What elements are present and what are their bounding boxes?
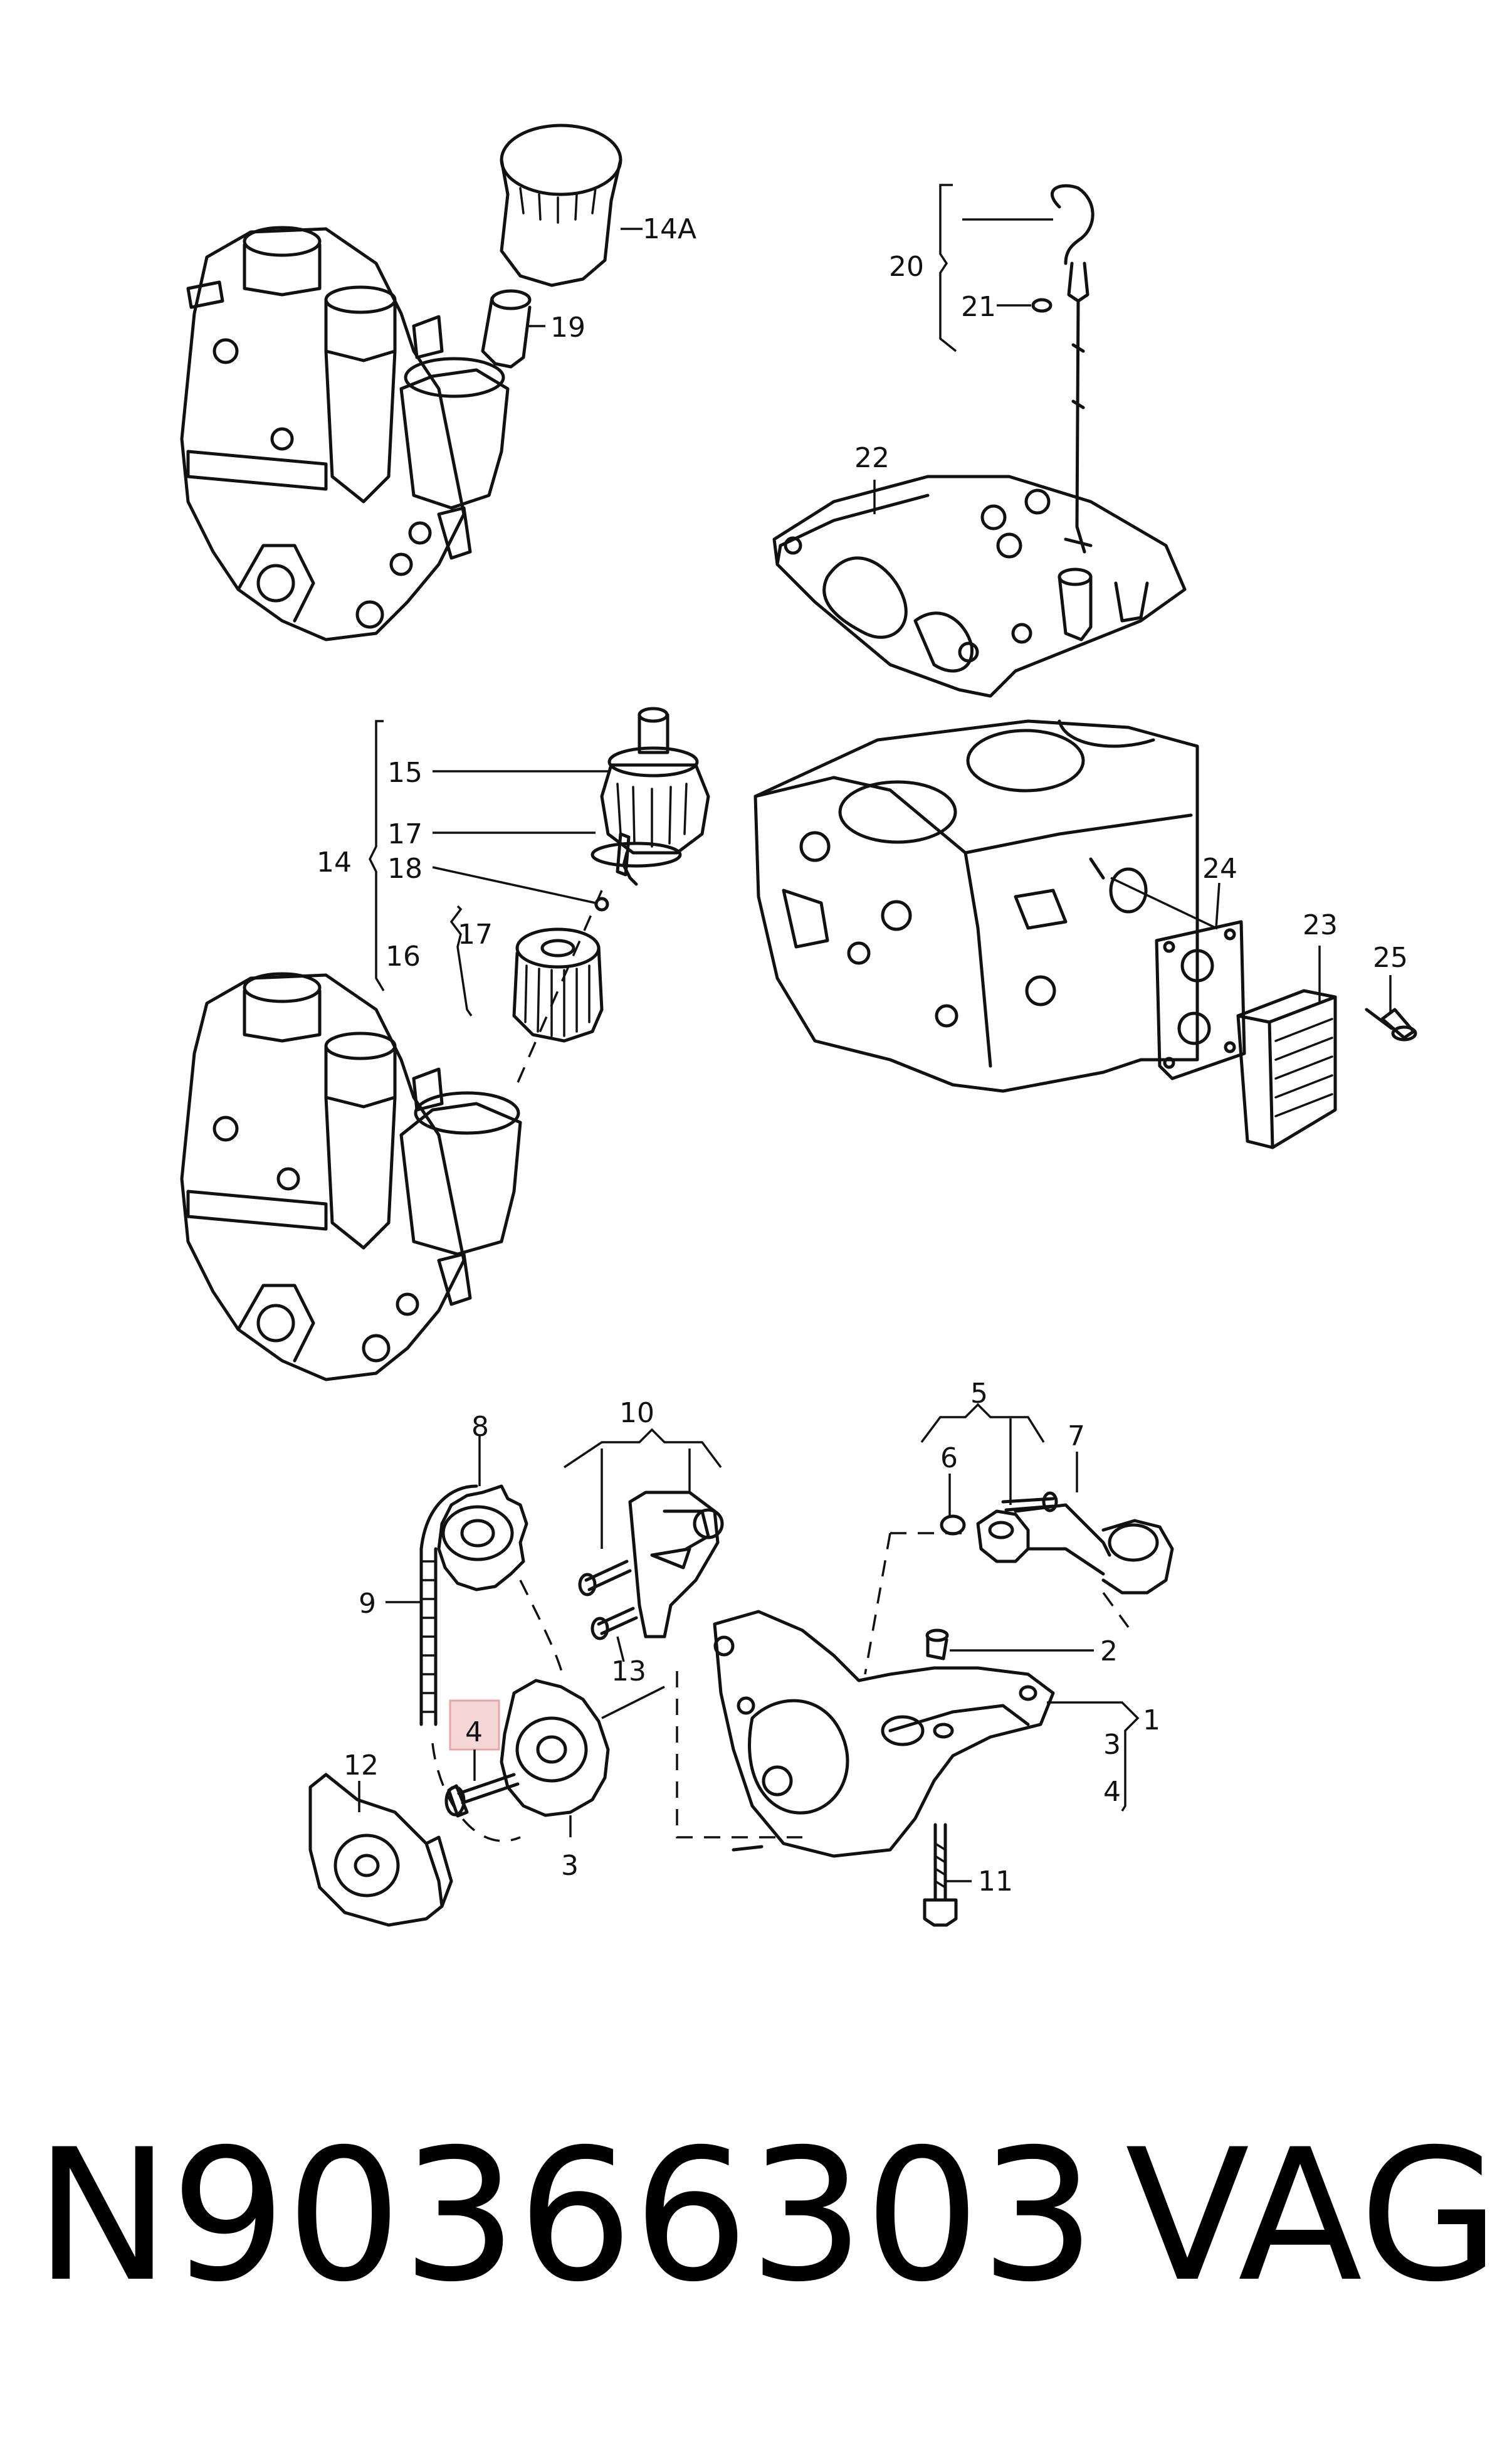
callout-18: 18 [387, 853, 423, 885]
callout-21: 21 [961, 291, 996, 323]
callout-12: 12 [344, 1749, 379, 1781]
brand-name: VAG [1125, 2111, 1500, 2322]
dash-suction-pipe [1102, 1591, 1130, 1628]
dash-pump-axis [676, 1671, 802, 1839]
cylinder-block [753, 719, 1199, 1093]
callout-15: 15 [387, 757, 423, 789]
bolt-13 [591, 1607, 638, 1640]
callout-25: 25 [1373, 942, 1408, 974]
filter-element-16 [512, 927, 604, 1043]
gasket-24 [1155, 920, 1246, 1080]
dipstick-20 [1050, 184, 1095, 554]
chain-9 [419, 1484, 478, 1726]
callout-17b: 17 [458, 919, 493, 951]
tensioner-10 [628, 1491, 724, 1639]
bypass-valve-19 [481, 289, 532, 369]
oil-cooler-23 [1236, 989, 1337, 1149]
o-ring-6 [940, 1514, 966, 1536]
leader-sprocket-pump [601, 1686, 665, 1719]
callout-4a: 4 [1103, 1776, 1121, 1808]
leader-24 [1110, 877, 1221, 930]
callout-24: 24 [1202, 853, 1237, 885]
dash-chain-lower [431, 1743, 521, 1842]
bracket-10 [564, 1428, 722, 1469]
callout-17a: 17 [387, 818, 423, 850]
bolt-25 [1365, 1008, 1417, 1042]
bolt-10-upper [578, 1559, 632, 1596]
callout-3a: 3 [1103, 1729, 1121, 1761]
bushing-2 [925, 1628, 949, 1660]
sprocket-8 [437, 1484, 528, 1591]
sprocket-3 [500, 1679, 610, 1817]
engine-block-top-left [180, 226, 510, 641]
callout-10: 10 [619, 1397, 654, 1429]
callout-11: 11 [978, 1865, 1013, 1897]
dash-suction-axis [864, 1533, 891, 1675]
bracket-20 [939, 184, 957, 352]
callout-23: 23 [1303, 909, 1338, 941]
callout-16: 16 [386, 941, 421, 973]
callout-19: 19 [550, 312, 585, 344]
bolt-11 [923, 1823, 958, 1927]
cylinder-head-cover-22 [772, 475, 1187, 698]
callout-14a: 14A [643, 213, 696, 245]
leader-18 [432, 866, 596, 904]
callout-2: 2 [1100, 1635, 1118, 1667]
bracket-5 [920, 1403, 1045, 1443]
cover-12 [308, 1773, 453, 1927]
callout-20: 20 [889, 251, 924, 283]
callout-1: 1 [1143, 1704, 1160, 1736]
callout-labels: 14A 19 20 21 22 15 17 14 18 16 17 24 23 … [317, 213, 1408, 1897]
bracket-14 [369, 720, 385, 991]
callout-22: 22 [854, 442, 890, 474]
callout-14: 14 [317, 847, 352, 879]
callout-5: 5 [970, 1378, 988, 1410]
suction-pipe-5 [976, 1503, 1174, 1595]
o-ring-17-upper [591, 842, 682, 868]
engine-block-mid-left [180, 972, 522, 1381]
dash-filter-axis [513, 890, 603, 1092]
callout-4: 4 [465, 1716, 483, 1748]
callout-13: 13 [611, 1655, 646, 1687]
callout-3: 3 [561, 1850, 579, 1882]
part-number: N90366303 [34, 2111, 1096, 2322]
callout-7: 7 [1068, 1420, 1085, 1452]
bracket-16 [449, 905, 473, 1017]
oil-pump-body-1 [713, 1610, 1055, 1858]
filter-stem [616, 832, 631, 877]
seal-21 [1031, 298, 1053, 313]
dash-chain-upper [519, 1580, 565, 1681]
oil-filter-14a [500, 124, 622, 287]
bolt-4 [444, 1699, 520, 1818]
callout-8: 8 [471, 1411, 489, 1443]
callout-6: 6 [940, 1442, 958, 1474]
callout-9: 9 [359, 1588, 376, 1620]
bracket-1 [1047, 1701, 1140, 1812]
leader-13 [616, 1636, 625, 1662]
